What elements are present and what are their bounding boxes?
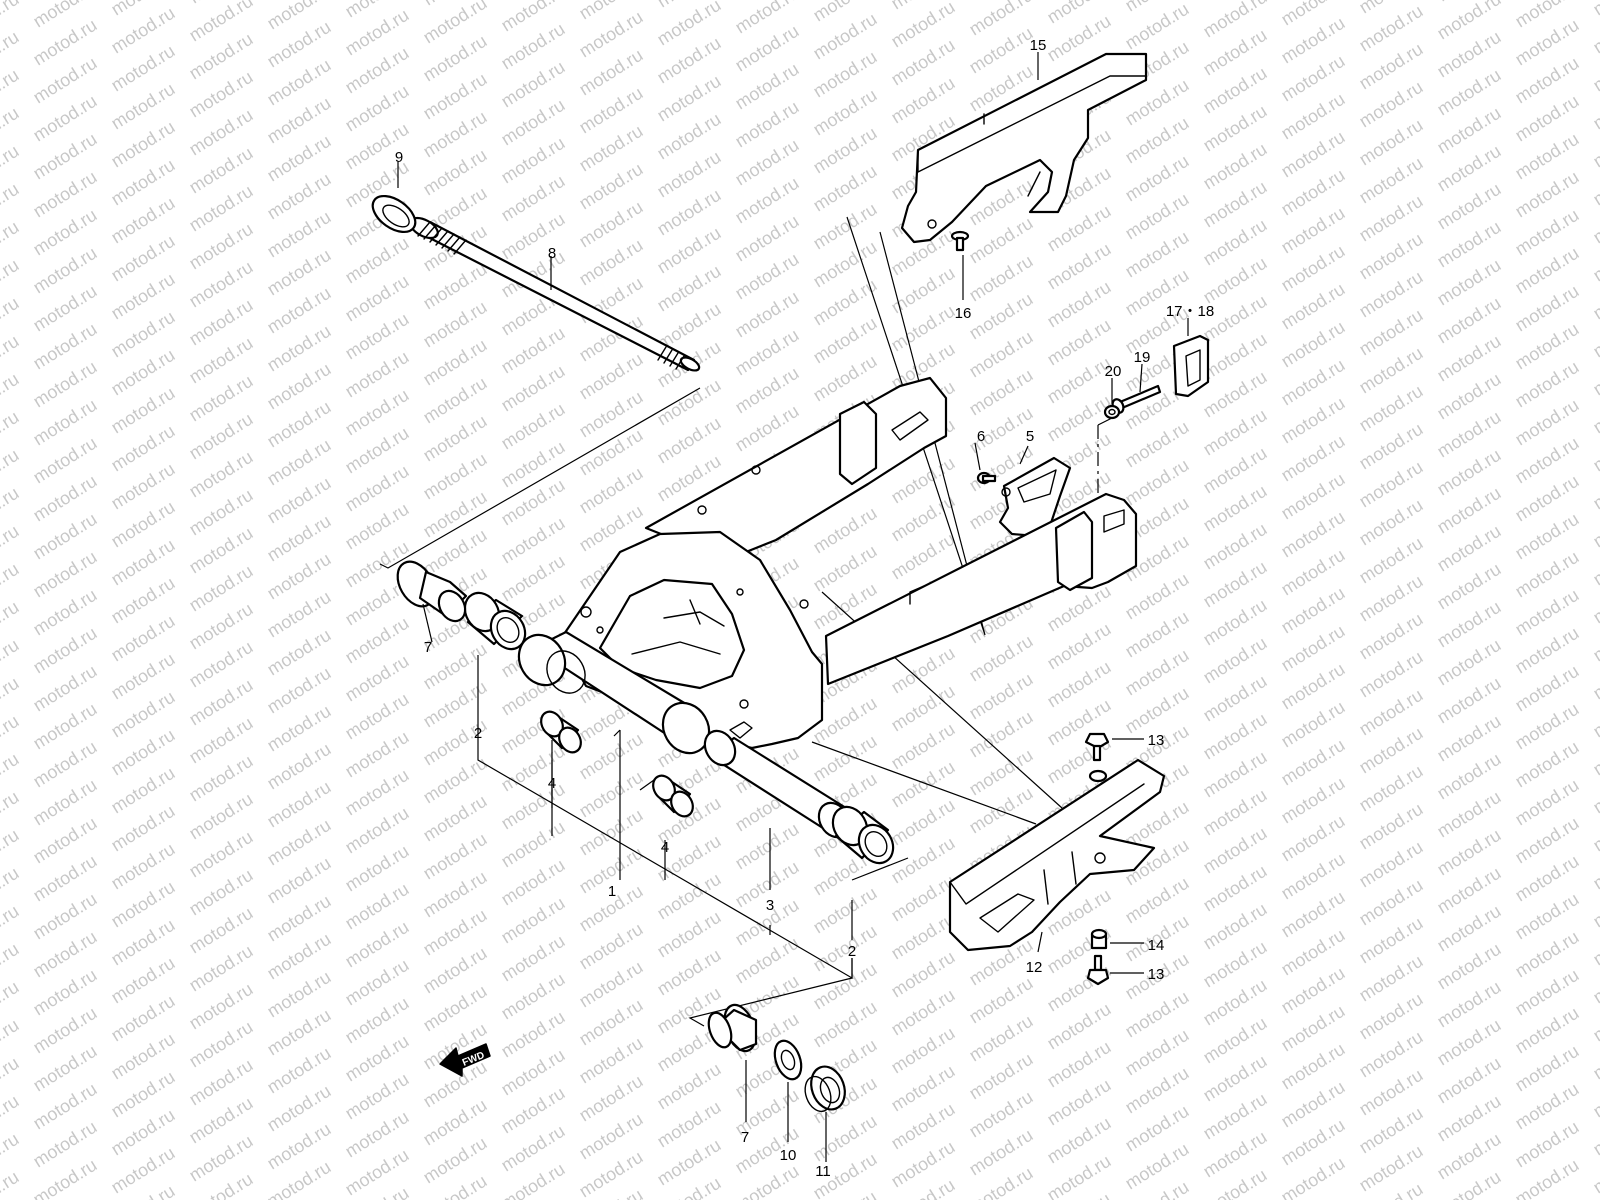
- callout-5: 5: [1026, 428, 1034, 445]
- callout-7a: 7: [424, 639, 432, 656]
- callout-13a: 13: [1148, 732, 1165, 749]
- callout-7b: 7: [741, 1129, 749, 1146]
- callout-10: 10: [780, 1147, 797, 1164]
- callout-12: 12: [1026, 959, 1043, 976]
- swingarm: [517, 376, 1138, 755]
- washer-20: [1103, 404, 1121, 420]
- callout-4a: 4: [548, 775, 556, 792]
- callout-13b: 13: [1148, 966, 1165, 983]
- callout-3: 3: [766, 897, 774, 914]
- bearing-4-top: [540, 710, 582, 754]
- leader-lines: [379, 216, 1115, 1027]
- watermark-text: motod.ru: [1590, 0, 1600, 19]
- callout-14: 14: [1148, 937, 1165, 954]
- nut-11: [804, 1065, 846, 1113]
- watermark-text: motod.ru: [0, 1167, 22, 1200]
- callout-2b: 2: [848, 943, 856, 960]
- callout-4b: 4: [661, 839, 669, 856]
- needle-bearing-right: [831, 805, 895, 865]
- dust-seal: [371, 194, 417, 234]
- chain-buffer: [948, 758, 1166, 952]
- washer-13-top: [1088, 769, 1108, 783]
- callout-2a: 2: [474, 725, 482, 742]
- washer-10: [773, 1039, 803, 1081]
- bolt-6: [976, 471, 997, 485]
- callout-9: 9: [395, 149, 403, 166]
- small-leaders: [397, 52, 1189, 1162]
- callout-19: 19: [1134, 349, 1151, 366]
- bolt-13-top: [1084, 732, 1110, 762]
- screw-16: [950, 230, 970, 252]
- collar-bushing-top: [396, 560, 468, 623]
- bearing-4-bottom: [652, 774, 694, 818]
- callout-6: 6: [977, 428, 985, 445]
- callout-17-18: 17・18: [1166, 303, 1214, 320]
- bolt-13-bottom: [1086, 954, 1110, 986]
- needle-bearing-left: [463, 591, 527, 651]
- callout-16: 16: [955, 305, 972, 322]
- callout-20: 20: [1105, 363, 1122, 380]
- callout-8: 8: [548, 245, 556, 262]
- spacer-14: [1090, 928, 1108, 950]
- pivot-shaft: [409, 216, 701, 372]
- callout-15: 15: [1030, 37, 1047, 54]
- callout-1: 1: [608, 883, 616, 900]
- spacer-tube: [703, 729, 851, 839]
- chain-cover: [900, 52, 1148, 244]
- rubber-cushion: [1172, 334, 1210, 398]
- callout-labels: 1 2 2 3 4 4 5 6 7 7 8 9 10 11 12 13 13 1…: [395, 37, 1214, 1180]
- callout-11: 11: [815, 1163, 831, 1180]
- collar-bushing-bottom: [707, 1003, 758, 1053]
